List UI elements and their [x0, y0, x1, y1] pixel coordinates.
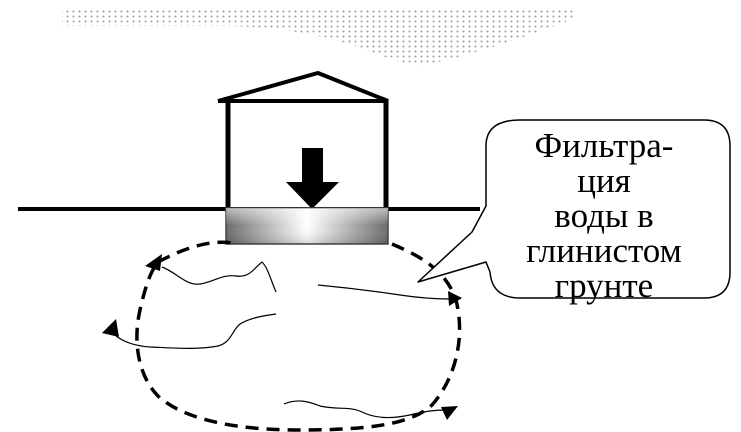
- loop-arrowhead-bottom-right: [441, 406, 458, 420]
- loop-arrowhead-top-left: [145, 254, 162, 271]
- seepage-line-right: [318, 285, 450, 299]
- seepage-line-bottom: [284, 401, 446, 418]
- loop-arrowhead-right: [448, 291, 462, 306]
- callout-line: грунте: [486, 268, 722, 303]
- callout-line: Фильтра-: [486, 128, 722, 163]
- seepage-line-upper: [162, 262, 276, 292]
- down-arrow-icon: [286, 148, 339, 209]
- callout-line: глинистом: [486, 233, 722, 268]
- callout-label: Фильтра- ция воды в глинистом грунте: [486, 128, 722, 303]
- loop-arrowhead-left: [102, 319, 119, 337]
- callout-line: ция: [486, 163, 722, 198]
- callout-line: воды в: [486, 198, 722, 233]
- dotted-sky-band: [62, 10, 575, 66]
- foundation-slab: [226, 208, 388, 244]
- filtration-dashed-loop: [137, 242, 460, 430]
- house-roof: [218, 73, 388, 101]
